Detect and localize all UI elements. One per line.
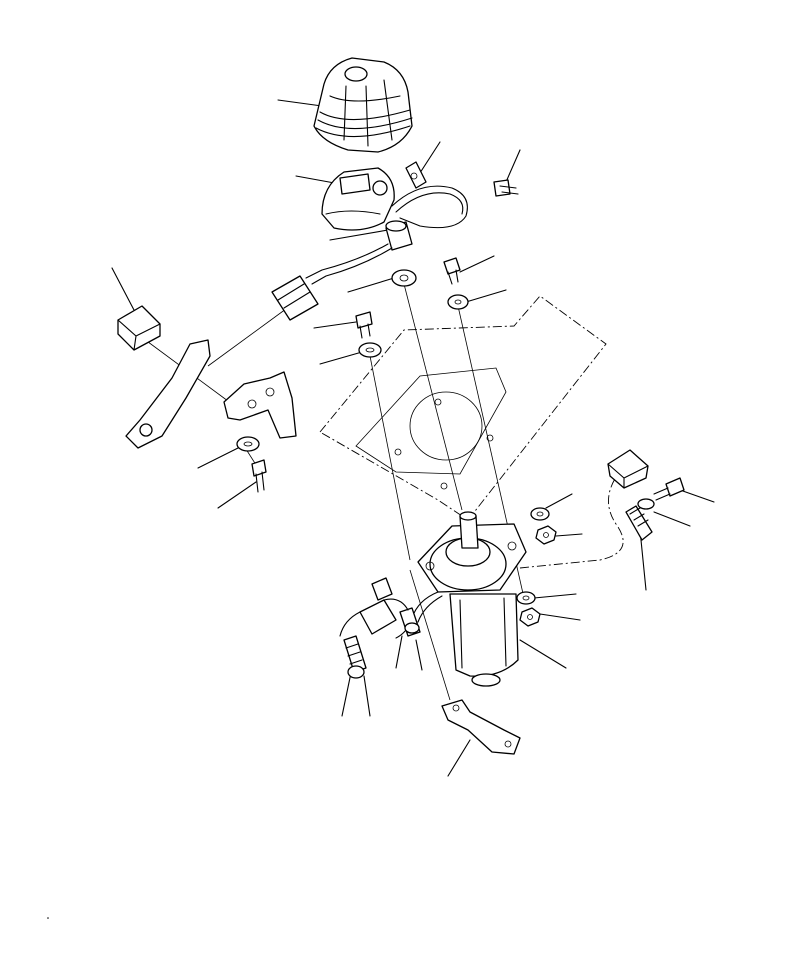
leader-line xyxy=(465,289,507,303)
alignment-line xyxy=(369,355,411,561)
stray-mark xyxy=(47,917,49,919)
wire-harness xyxy=(391,185,468,229)
wire-harness xyxy=(395,192,464,215)
leader-line xyxy=(459,255,495,273)
connector-plug xyxy=(271,275,319,321)
bolt xyxy=(493,179,519,197)
spring-clip xyxy=(625,505,653,541)
connector-cap xyxy=(607,449,649,489)
leader-line xyxy=(313,321,357,329)
wire-routing xyxy=(519,473,624,569)
leader-line xyxy=(217,481,257,509)
wire-clip xyxy=(405,161,427,189)
floor-plate-bolt-hole xyxy=(434,398,442,406)
washer xyxy=(391,269,417,287)
nut xyxy=(519,607,541,627)
leader-line xyxy=(653,511,691,527)
leader-line xyxy=(197,445,243,469)
washer xyxy=(236,436,260,452)
leader-line xyxy=(417,141,441,177)
washer xyxy=(530,507,550,521)
spring-clip xyxy=(343,635,367,679)
floor-plate-bolt-hole xyxy=(486,434,494,442)
wire-harness xyxy=(311,247,393,285)
leader-line xyxy=(415,639,423,671)
leader-line xyxy=(519,639,567,669)
washer xyxy=(516,591,536,605)
leader-line xyxy=(539,613,581,621)
floor-plate xyxy=(319,295,607,521)
leader-line xyxy=(319,351,363,365)
leader-line xyxy=(545,493,573,509)
floor-plate-bolt-hole xyxy=(394,448,402,456)
spring-clip xyxy=(399,607,421,637)
floor-plate-hole xyxy=(409,391,483,461)
washer xyxy=(358,342,382,358)
bolt xyxy=(653,477,685,501)
bracket-plate xyxy=(441,699,521,755)
leader-line xyxy=(277,99,323,107)
leader-lines xyxy=(111,99,715,777)
joystick-valve xyxy=(417,511,527,687)
bolt xyxy=(355,311,373,339)
floor-plate-cutout xyxy=(355,367,507,475)
lever-knob-housing xyxy=(321,167,395,231)
wire-harness xyxy=(417,595,443,623)
washer xyxy=(447,294,469,310)
alignment-line xyxy=(403,283,463,511)
floor-plate-bolt-hole xyxy=(440,482,448,490)
leader-line xyxy=(533,593,577,599)
alignment-line xyxy=(409,569,451,701)
leader-line xyxy=(363,675,371,717)
bolt xyxy=(251,459,267,493)
wire-harness xyxy=(305,243,389,279)
washer xyxy=(637,498,655,510)
harness-grommet xyxy=(385,220,413,251)
leader-line xyxy=(505,149,521,183)
alignment-lines xyxy=(139,283,525,701)
connector-cap xyxy=(117,305,161,351)
leader-line xyxy=(639,529,647,591)
leader-line xyxy=(111,267,135,311)
alignment-line xyxy=(207,305,291,367)
leader-line xyxy=(329,229,389,241)
mounting-bracket xyxy=(125,339,297,449)
leader-line xyxy=(395,635,403,669)
leader-line xyxy=(679,489,715,503)
connector-plug xyxy=(339,577,409,637)
nut xyxy=(535,525,557,545)
bolt xyxy=(443,257,461,285)
leader-line xyxy=(447,739,471,777)
rubber-boot xyxy=(313,57,413,153)
leader-line xyxy=(555,533,583,537)
leader-line xyxy=(347,277,395,293)
